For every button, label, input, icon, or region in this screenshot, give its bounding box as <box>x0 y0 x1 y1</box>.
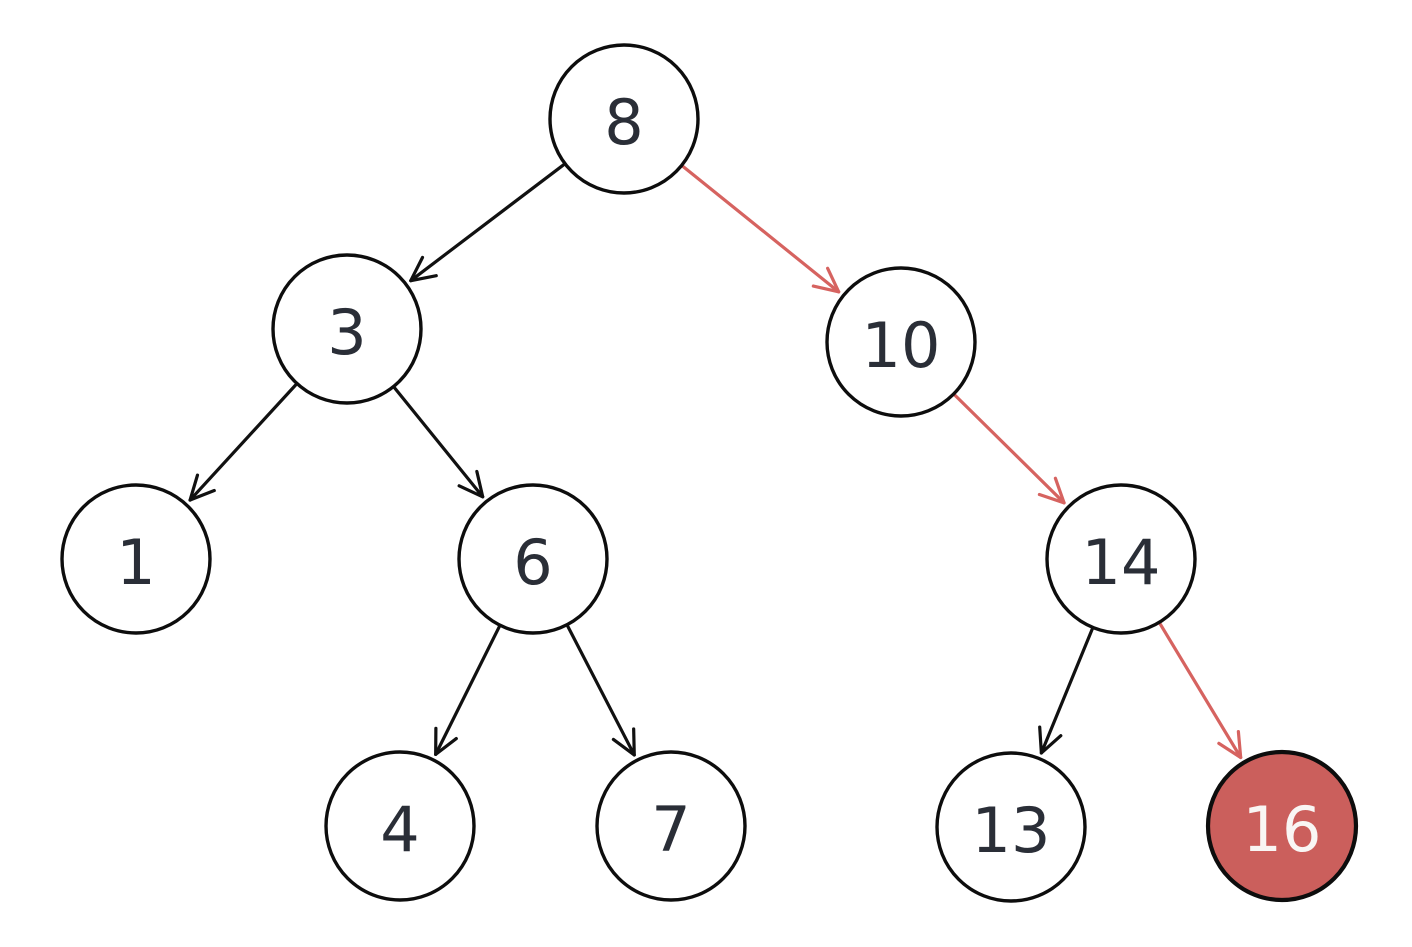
arrowhead-icon <box>434 726 458 756</box>
tree-edge-14-13 <box>1038 627 1094 755</box>
node-circle <box>935 751 1087 903</box>
node-circle <box>1045 483 1197 635</box>
node-value-label: 8 <box>604 86 643 159</box>
tree-node-13: 13 <box>935 751 1087 903</box>
tree-edge-8-3 <box>409 163 566 283</box>
arrowhead-icon <box>611 727 636 757</box>
tree-edge-3-1 <box>188 383 298 502</box>
tree-node-3: 3 <box>271 253 423 405</box>
node-value-label: 6 <box>513 526 552 599</box>
node-circle <box>825 266 977 418</box>
tree-edge-14-16-highlighted <box>1158 622 1243 760</box>
node-value-label: 10 <box>862 309 941 382</box>
tree-node-4: 4 <box>324 750 476 902</box>
node-value-label: 7 <box>651 793 690 866</box>
node-circle <box>324 750 476 902</box>
arrowhead-icon <box>1037 476 1066 505</box>
arrowhead-icon <box>409 255 438 283</box>
node-value-label: 13 <box>972 794 1051 867</box>
node-value-label: 1 <box>116 526 155 599</box>
tree-edge-6-7 <box>566 624 636 757</box>
tree-node-14: 14 <box>1045 483 1197 635</box>
tree-node-1: 1 <box>60 483 212 635</box>
tree-edge-3-6 <box>393 386 485 499</box>
node-circle <box>457 483 609 635</box>
node-value-label: 3 <box>327 296 366 369</box>
arrowhead-icon <box>811 266 841 294</box>
tree-node-8: 8 <box>548 43 700 195</box>
node-circle <box>548 43 700 195</box>
node-circle <box>60 483 212 635</box>
arrowhead-icon <box>1038 725 1063 755</box>
tree-edge-10-14-highlighted <box>953 393 1066 505</box>
tree-node-6: 6 <box>457 483 609 635</box>
arrowhead-icon <box>188 473 216 502</box>
node-value-label: 4 <box>380 793 419 866</box>
arrowhead-icon <box>457 469 485 499</box>
node-value-label: 14 <box>1082 526 1161 599</box>
tree-node-7: 7 <box>595 750 747 902</box>
tree-node-10: 10 <box>825 266 977 418</box>
node-value-label: 16 <box>1243 793 1322 866</box>
tree-edge-6-4 <box>434 625 501 756</box>
node-circle <box>595 750 747 902</box>
tree-edge-8-10-highlighted <box>681 165 841 294</box>
tree-node-16-highlighted: 16 <box>1205 749 1359 903</box>
node-circle <box>271 253 423 405</box>
arrowhead-icon <box>1217 729 1243 760</box>
node-circle <box>1205 749 1359 903</box>
